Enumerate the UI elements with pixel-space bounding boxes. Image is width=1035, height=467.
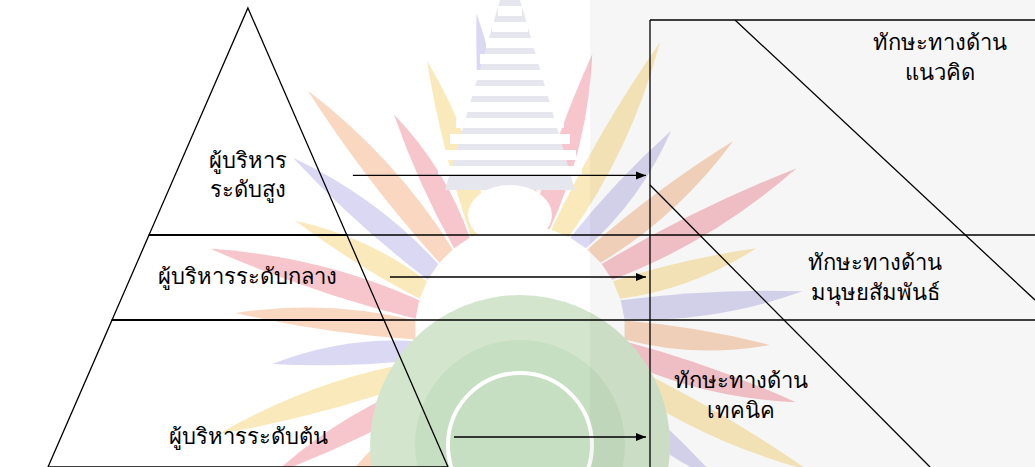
stupa-tier [462, 102, 558, 112]
skill-grid [112, 20, 1035, 467]
level-arrow [454, 436, 646, 437]
band-label: ผู้บริหารระดับต้น [169, 422, 328, 452]
shade-panel [590, 0, 1035, 467]
stupa-tier [456, 118, 564, 128]
stupa-tier [438, 166, 582, 176]
skill-diagonal [650, 185, 930, 467]
stupa-tier [474, 70, 546, 80]
band-label: ทักษะทางด้าน มนุษยสัมพันธ์ [793, 248, 957, 307]
triangle-band [149, 8, 347, 235]
stupa-tier [468, 86, 552, 96]
stupa-shadow [445, 0, 575, 190]
manager-level-band: ผู้บริหาร ระดับสูง [149, 8, 347, 235]
manager-level-band: ผู้บริหารระดับต้น [48, 320, 448, 467]
skill-band: ทักษะทางด้าน มนุษยสัมพันธ์ [650, 235, 1035, 320]
skill-band: ทักษะทางด้าน แนวคิด [650, 20, 1035, 235]
level-arrow [390, 276, 646, 277]
triangle-band [48, 320, 448, 467]
manager-level-band: ผู้บริหารระดับกลาง [112, 235, 384, 320]
band-label: ทักษะทางด้าน แนวคิด [860, 28, 1020, 87]
panel-left-line [649, 20, 650, 467]
stupa-tier [486, 38, 534, 48]
stupa-bell [468, 185, 552, 245]
watermark-stupa [438, 0, 582, 245]
band-label: ผู้บริหาร ระดับสูง [194, 146, 302, 205]
band-label: ทักษะทางด้าน เทคนิค [662, 366, 820, 425]
triangle-band [112, 235, 384, 320]
panel-top-line [650, 19, 1035, 20]
stupa-tier [444, 150, 576, 160]
level-arrow [353, 175, 646, 176]
band-label: ผู้บริหารระดับกลาง [158, 262, 337, 292]
skill-band: ทักษะทางด้าน เทคนิค [650, 320, 1035, 467]
stupa-tier [492, 22, 528, 32]
watermark-ray [236, 307, 416, 339]
watermark-ring [448, 373, 592, 467]
stupa-tier [450, 134, 570, 144]
stupa-tier [498, 6, 522, 16]
stupa-tier [480, 54, 540, 64]
